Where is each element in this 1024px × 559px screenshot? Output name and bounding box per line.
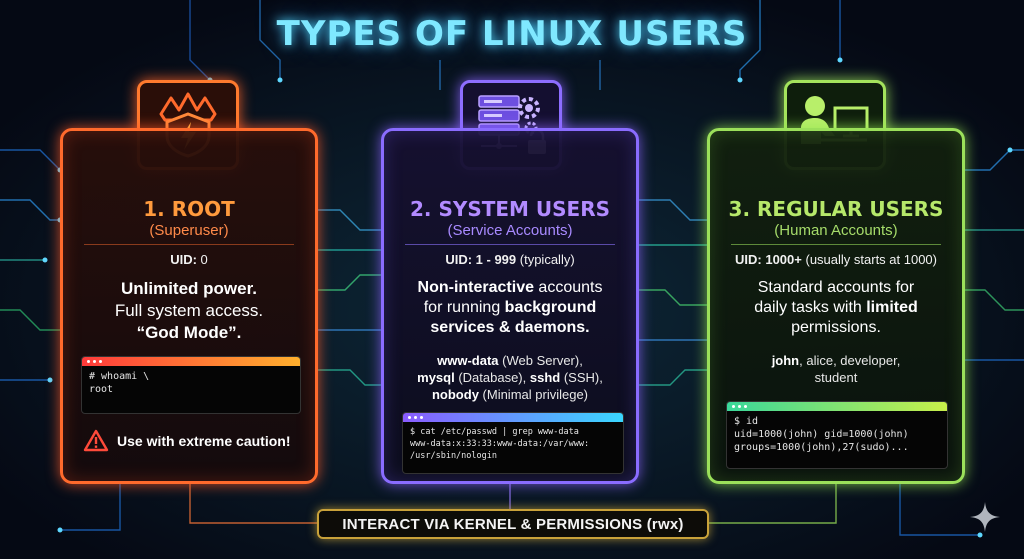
card-heading: 1. ROOT <box>143 197 235 221</box>
uid-line: UID: 0 <box>170 252 208 267</box>
desc-text: Standard accounts for <box>757 279 915 296</box>
desc-line: Full system access. <box>114 301 264 320</box>
examples-list: john, alice, developer, student <box>772 352 901 386</box>
desc-bold: background <box>504 299 597 316</box>
example-account: www-data <box>437 353 499 368</box>
uid-label: UID: <box>445 252 473 267</box>
terminal-line: groups=1000(john),27(sudo)... <box>734 442 909 453</box>
example-note: (Minimal privilege) <box>478 387 588 402</box>
uid-label: UID: <box>735 252 762 267</box>
terminal-line: $ cat /etc/passwd | grep www-data <box>410 427 579 437</box>
desc-text: daily tasks with <box>754 299 867 316</box>
footer-banner: INTERACT VIA KERNEL & PERMISSIONS (rwx) <box>317 509 709 539</box>
desc-text: accounts <box>533 279 603 296</box>
examples-list: www-data (Web Server), mysql (Database),… <box>417 352 603 403</box>
terminal-window: # whoami \ root <box>81 356 301 414</box>
caution-text: Use with extreme caution! <box>117 432 291 449</box>
uid-value: 1000+ <box>765 252 802 267</box>
example-account: john <box>771 353 800 368</box>
uid-value: 1 - 999 <box>475 252 517 267</box>
desc-line: “God Mode”. <box>136 323 242 342</box>
desc-text: for running <box>423 299 505 316</box>
divider <box>84 244 294 245</box>
uid-note: (typically) <box>519 252 575 267</box>
desc-bold: Non-interactive <box>417 279 534 296</box>
terminal-output: $ cat /etc/passwd | grep www-data www-da… <box>403 422 623 466</box>
caution-note: Use with extreme caution! <box>83 429 291 452</box>
example-note: (Database), <box>454 370 530 385</box>
terminal-line: root <box>89 384 114 395</box>
example-accounts: , alice, developer, <box>799 353 901 368</box>
desc-text: permissions. <box>791 319 881 336</box>
example-note: (SSH), <box>560 370 603 385</box>
card-description: Unlimited power. Full system access. “Go… <box>115 278 263 344</box>
terminal-line: $ id <box>734 416 759 427</box>
terminal-titlebar <box>403 413 623 422</box>
card-heading: 2. SYSTEM USERS <box>409 197 611 221</box>
example-account: mysql <box>417 370 455 385</box>
terminal-output: $ id uid=1000(john) gid=1000(john) group… <box>727 411 947 458</box>
example-account: sshd <box>529 370 561 385</box>
desc-bold: services & daemons. <box>430 319 590 336</box>
card-description: Non-interactive accounts for running bac… <box>418 278 603 338</box>
divider <box>731 244 941 245</box>
uid-note: (usually starts at 1000) <box>805 252 937 267</box>
uid-value: 0 <box>200 252 208 267</box>
terminal-window: $ id uid=1000(john) gid=1000(john) group… <box>726 401 948 469</box>
example-accounts: student <box>814 370 858 385</box>
terminal-titlebar <box>82 357 300 366</box>
terminal-line: www-data:x:33:33:www-data:/var/www: <box>410 439 590 449</box>
page-title: TYPES OF LINUX USERS <box>276 14 748 54</box>
terminal-line: # whoami \ <box>89 371 150 382</box>
desc-line: Unlimited power. <box>120 279 258 298</box>
card-subheading: (Superuser) <box>149 222 229 239</box>
divider <box>405 244 615 245</box>
example-note: (Web Server), <box>498 353 583 368</box>
card-subheading: (Service Accounts) <box>447 222 573 239</box>
card-heading: 3. REGULAR USERS <box>728 197 944 221</box>
desc-bold: limited <box>866 299 918 316</box>
warning-icon <box>83 429 109 452</box>
card-subheading: (Human Accounts) <box>774 222 898 239</box>
terminal-output: # whoami \ root <box>82 366 300 400</box>
root-card: 1. ROOT (Superuser) UID: 0 Unlimited pow… <box>60 128 318 484</box>
uid-line: UID: 1000+ (usually starts at 1000) <box>735 252 937 267</box>
card-description: Standard accounts for daily tasks with l… <box>754 278 918 338</box>
terminal-titlebar <box>727 402 947 411</box>
sparkle-icon <box>970 502 1000 532</box>
uid-label: UID: <box>170 252 197 267</box>
terminal-line: uid=1000(john) gid=1000(john) <box>734 429 909 440</box>
example-account: nobody <box>431 387 479 402</box>
terminal-window: $ cat /etc/passwd | grep www-data www-da… <box>402 412 624 474</box>
terminal-line: /usr/sbin/nologin <box>410 451 497 461</box>
regular-users-card: 3. REGULAR USERS (Human Accounts) UID: 1… <box>707 128 965 484</box>
system-users-card: 2. SYSTEM USERS (Service Accounts) UID: … <box>381 128 639 484</box>
uid-line: UID: 1 - 999 (typically) <box>445 252 574 267</box>
